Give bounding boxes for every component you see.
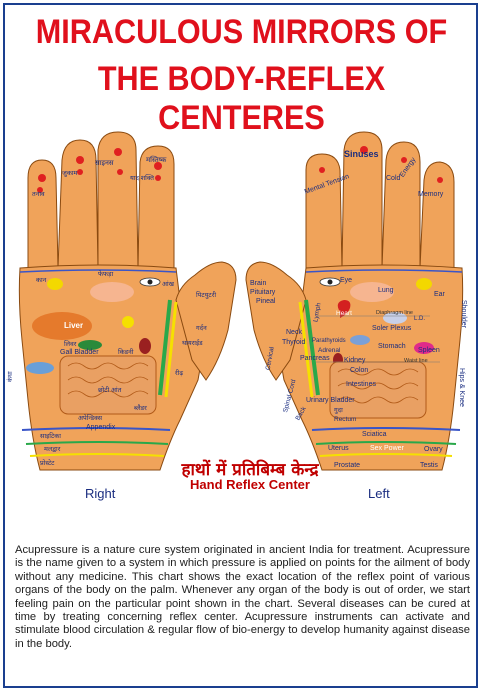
- right-hand: साइनस मस्तिष्क तनाव जुकाम याद शक्ति कान …: [6, 131, 237, 471]
- left-hand-label-colon: Colon: [350, 367, 368, 374]
- right-hand-label-sinus-hi: साइनस: [95, 160, 114, 167]
- right-hand-label-neck-hi: गर्दन: [196, 324, 207, 332]
- right-hand-label-gall-bladder: Gall Bladder: [60, 349, 99, 356]
- right-hand-label-appendix-hi: अपेन्डिक्स: [78, 414, 103, 422]
- right-hand-label-thyroid-hi: थायराईड: [182, 339, 203, 347]
- left-hand-heart-point: [337, 300, 351, 318]
- right-hand-label-cold-hi: जुकाम: [62, 170, 77, 177]
- left-hand-label-stomach: Stomach: [378, 343, 406, 350]
- left-hand-label-neck: Neck: [286, 329, 302, 336]
- right-hand-label-memory-hi: याद शक्ति: [130, 174, 154, 182]
- right-hand-little-finger: [27, 159, 59, 269]
- left-hand-label-spleen: Spleen: [418, 347, 440, 354]
- left-hand-label-adrenal: Adrenal: [318, 347, 341, 354]
- left-hand-label-parathyroids: Parathyroids: [312, 338, 346, 344]
- hand-reflex-chart: साइनस मस्तिष्क तनाव जुकाम याद शक्ति कान …: [6, 131, 467, 471]
- left-hand-label-kidney: Kidney: [344, 357, 366, 364]
- right-hand-label-tension-hi: तनाव: [32, 191, 45, 198]
- left-hand-label-ld: L.D.: [414, 316, 425, 322]
- left-hand-label-rectum: Rectum: [334, 416, 356, 423]
- left-hand-ring-finger: [381, 141, 421, 269]
- right-hand-label-bladder-hi: ब्लैडर: [134, 404, 147, 412]
- left-hand-label-ear: Ear: [434, 291, 446, 298]
- right-hand-ring-finger: [57, 139, 99, 269]
- left-hand-label-thyroid: Thyroid: [282, 339, 305, 346]
- left-hand-label-pancreas: Pancreas: [300, 355, 330, 362]
- left-hand-label-heart: Heart: [336, 310, 352, 317]
- left-hand-label-prostate: Prostate: [334, 462, 360, 469]
- right-hand-label-spine-hi: रीढ़: [175, 369, 183, 377]
- right-hand-label-shoulder-hi: कंधा: [6, 371, 14, 382]
- left-hand-label-sex-power: Sex Power: [370, 445, 405, 452]
- left-hand-label-sciatica: Sciatica: [362, 431, 387, 438]
- right-hand-index-finger: [137, 145, 175, 269]
- left-hand-label-eye: Eye: [340, 277, 352, 284]
- title-line-1: MIRACULOUS MIRRORS OF: [35, 13, 448, 51]
- right-hand-thumb: [175, 261, 237, 381]
- right-hand-label-rectum-hi: मलद्वार: [44, 446, 61, 453]
- left-hand-label-memory: Memory: [418, 191, 444, 198]
- left-hand-label-hips-knee: Hips & Knee: [458, 368, 465, 407]
- left-hand-label-diaphragm: Diaphragm line: [376, 310, 413, 316]
- left-hand-little-finger: [419, 161, 455, 269]
- left-hand-label-waist-line: Waist line: [404, 358, 428, 364]
- left-hand-label-ovary: Ovary: [424, 446, 443, 453]
- left-hand-label-testis: Testis: [420, 462, 438, 469]
- right-hand-caption: Right: [85, 486, 116, 501]
- right-hand-label-lung-hi: फेफड़ा: [98, 270, 114, 278]
- left-hand-label-shoulder: Shoulder: [460, 300, 467, 329]
- left-hand-label-cold: Cold: [386, 175, 401, 182]
- right-hand-label-ear-hi: कान: [36, 277, 47, 284]
- english-caption: Hand Reflex Center: [190, 477, 310, 492]
- right-hand-label-sciatica-hi: साइटिका: [40, 432, 61, 440]
- title-line-2: THE BODY-REFLEX CENTERES: [97, 60, 386, 137]
- left-hand-label-soler-plexus: Soler Plexus: [372, 325, 412, 332]
- left-hand-index-finger: [305, 153, 343, 269]
- left-hand-label-sinuses: Sinuses: [344, 149, 379, 159]
- right-hand-label-headache-hi: मस्तिष्क: [146, 155, 167, 164]
- right-hand-label-intestine-hi: छोटी आंत: [98, 386, 122, 394]
- left-hand-label-rectum-hi: गुदा: [334, 407, 343, 414]
- left-hand-thumb: [245, 261, 307, 381]
- page-frame: [3, 3, 478, 688]
- right-hand-label-brain-hi: पिटयुटरी: [196, 291, 216, 299]
- right-hand-label-liver-hi: लिवर: [64, 340, 77, 348]
- left-hand-label-intestines: Intestines: [346, 381, 376, 388]
- right-hand-label-liver: Liver: [64, 321, 83, 330]
- right-hand-lung-point: [90, 282, 134, 302]
- left-hand-label-uterus: Uterus: [328, 445, 349, 452]
- right-hand-ear-point: [47, 278, 63, 290]
- right-hand-label-prostate-hi: प्रोस्टेट: [40, 459, 55, 467]
- right-hand-liver-point: [32, 312, 92, 340]
- left-hand-label-pituitary: Pituitary: [250, 289, 276, 296]
- right-hand-label-kidney-hi: किडनी: [118, 348, 134, 356]
- left-hand-caption: Left: [368, 486, 390, 501]
- description-paragraph: Acupressure is a nature cure system orig…: [15, 544, 470, 650]
- right-hand-label-eye-hi: आंख: [162, 280, 175, 288]
- left-hand-label-urinary-bladder: Urinary Bladder: [306, 397, 355, 404]
- hindi-caption: हाथों में प्रतिबिम्ब केन्द्र: [181, 460, 319, 480]
- left-hand: Sinuses Mental Tension Cold Energy Memor…: [245, 131, 467, 471]
- left-hand-label-cervical: Cervical: [265, 346, 276, 371]
- left-hand-label-lung: Lung: [378, 287, 394, 294]
- right-hand-label-appendix: Appendix: [86, 424, 116, 431]
- left-hand-label-pineal: Pineal: [256, 298, 276, 305]
- right-hand-middle-finger: [97, 131, 139, 269]
- left-hand-middle-finger: [341, 131, 383, 269]
- left-hand-label-brain: Brain: [250, 280, 266, 287]
- left-hand-label-lymph: Lymph: [312, 302, 322, 323]
